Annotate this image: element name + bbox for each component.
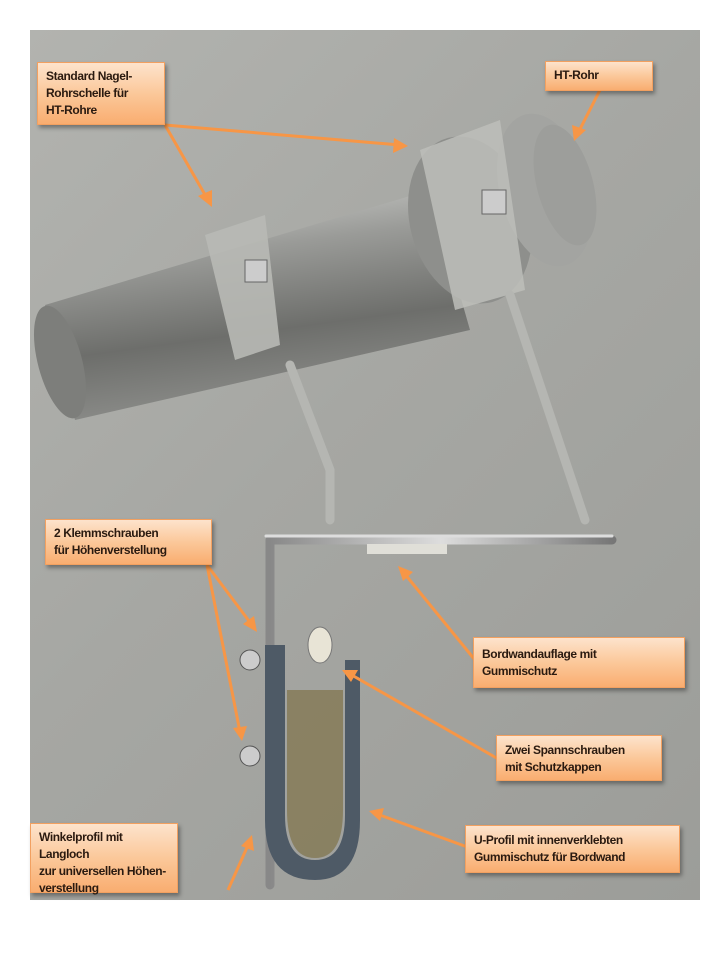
label-u-profil: U-Profil mit innenverklebten Gummischutz… (465, 825, 680, 873)
callout-arrows (163, 89, 602, 891)
screws (239, 626, 333, 767)
pipe-clamp (205, 120, 525, 360)
rubber-pad (367, 544, 447, 554)
u-profile (265, 645, 360, 880)
label-klemmschrauben: 2 Klemmschrauben für Höhenverstellung (45, 519, 212, 565)
label-ht-rohr: HT-Rohr (545, 61, 653, 91)
label-bordwandauflage: Bordwandauflage mit Gummischutz (473, 637, 685, 688)
label-winkelprofil: Winkelprofil mit Langloch zur universell… (30, 823, 178, 895)
label-rohrschelle: Standard Nagel- Rohrschelle für HT-Rohre (37, 62, 165, 125)
label-spannschrauben: Zwei Spannschrauben mit Schutzkappen (496, 735, 662, 781)
